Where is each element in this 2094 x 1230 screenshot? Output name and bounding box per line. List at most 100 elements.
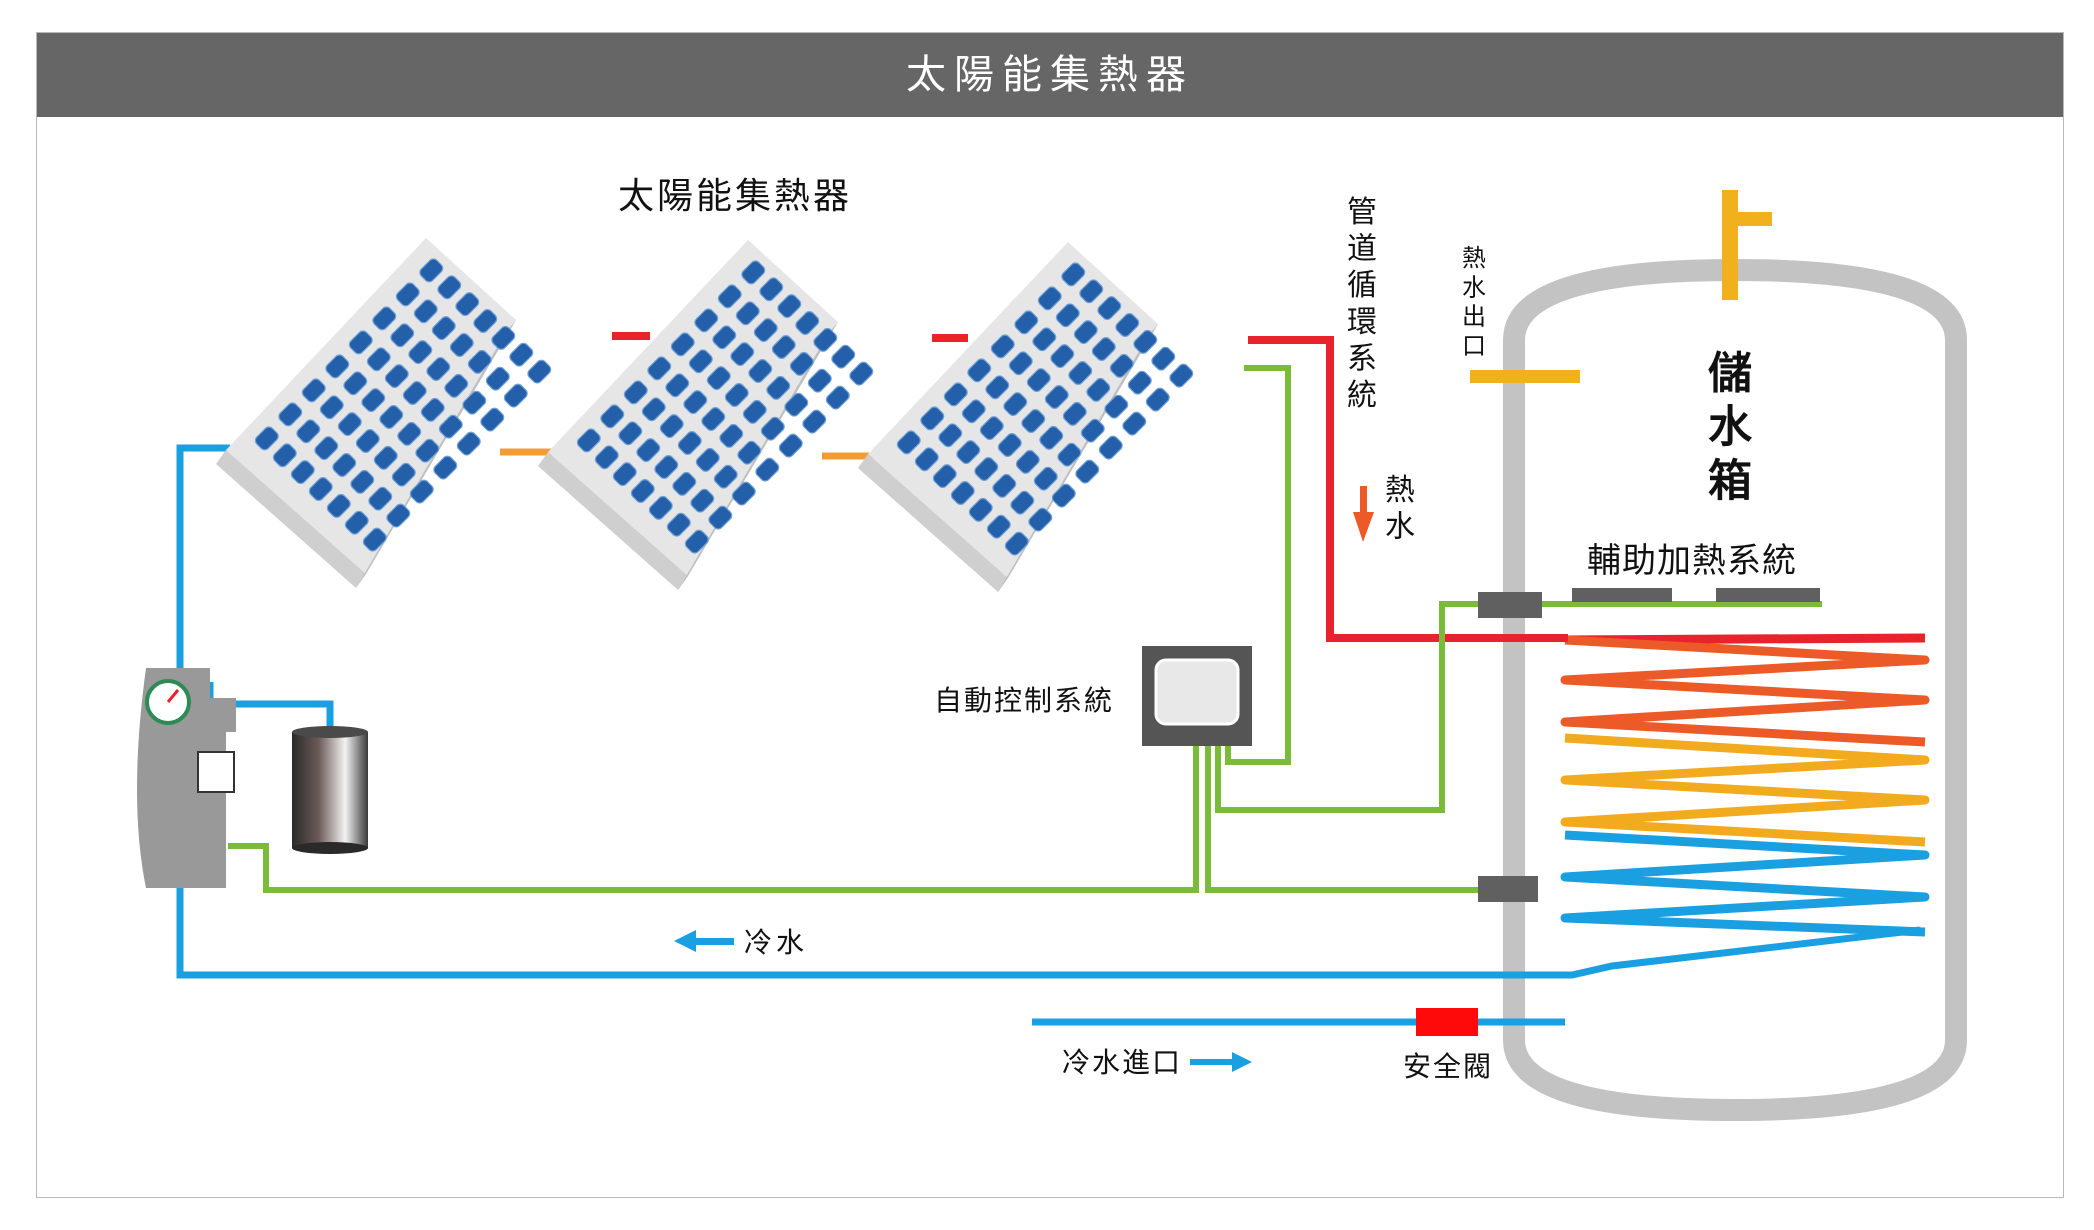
solar-cell [409,479,434,504]
solar-cell [932,464,957,489]
solar-cell [1032,327,1057,352]
solar-cell [665,373,690,398]
solar-cell [1061,262,1086,287]
storage-tank-label: 儲水箱 [1708,348,1753,506]
solar-cell [979,416,1004,441]
hot-water-outlet-label: 熱水出口 [1462,244,1486,360]
solar-cell [325,354,350,379]
solar-cell [985,375,1010,400]
solar-cell [990,334,1015,359]
solar-cell [386,503,411,528]
solar-cell [372,306,397,331]
header-bar: 太陽能集熱器 [37,33,2063,117]
solar-cell [825,385,850,410]
solar-cell [641,397,666,422]
solar-cell [654,455,679,479]
solar-cell [301,378,326,403]
solar-cell [319,395,344,420]
solar-cell [368,486,393,511]
solar-cell [807,368,832,393]
solar-cell [337,412,362,437]
solar-cell [314,436,339,461]
solar-cell [362,527,387,552]
solar-cell [760,416,785,441]
solar-cell [366,347,391,372]
pipe-loop-label: 管道循環系統 [1347,195,1377,413]
collector-label: 太陽能集熱器 [618,176,852,217]
solar-cell [326,493,351,518]
solar-cell [1097,296,1122,321]
solar-cell [278,402,303,427]
solar-panel-2 [538,240,874,590]
solar-cell [737,440,762,465]
solar-cell [1028,507,1053,532]
solar-cell [1003,392,1028,417]
solar-cell [254,426,279,451]
solar-cell [914,447,939,472]
solar-cell [413,299,438,324]
top-outlet-pipe [1722,190,1772,300]
solar-cell [943,382,968,407]
solar-cell [956,440,981,465]
solar-cell [701,407,726,431]
solar-cell [813,327,838,352]
cold-water-inlet-arrow [1190,1052,1252,1072]
solar-cell [485,366,510,391]
solar-cell [694,308,719,333]
solar-cell [1091,337,1116,361]
solar-cell [724,383,749,407]
solar-cell [433,455,458,480]
solar-cell [778,433,803,458]
solar-cell [272,443,297,468]
solar-cell [1133,329,1158,354]
solar-cell [672,471,697,496]
solar-cell [647,356,672,381]
solar-cell [420,397,445,422]
solar-cell [968,497,993,522]
solar-cell [1109,353,1134,378]
solar-cell [849,361,874,386]
solar-cell [1057,442,1082,467]
auto-control-box [1142,646,1252,746]
solar-cell [706,366,731,391]
solar-cell [1026,368,1051,393]
solar-cell [695,447,720,472]
solar-cell [391,462,416,487]
solar-cell [503,383,528,408]
cold-water-label: 冷水 [744,926,808,959]
solar-cell [408,340,433,365]
solar-cell [384,364,409,389]
solar-cell [1127,370,1152,395]
panel-cells [896,262,1194,556]
solar-cell [395,282,420,307]
solar-cell [731,481,756,506]
solar-cell [444,373,469,398]
solar-cell [1075,459,1100,484]
solar-cell [670,332,695,357]
solar-cell [296,419,321,444]
solar-cell [419,258,444,283]
solar-cell [455,292,480,317]
coil-orange [1560,635,1930,747]
solar-cell [753,318,778,343]
solar-cell [1004,531,1029,556]
solar-cell [1051,483,1076,508]
solar-cell [717,284,742,309]
cold-water-arrow-left [674,930,734,952]
hot-water-arrow-down [1353,486,1374,542]
solar-cell [771,335,796,359]
solar-cell [308,477,333,501]
solar-cell [1151,346,1176,371]
solar-cell [1068,361,1093,385]
solar-cell [1033,466,1058,491]
solar-cell [1055,303,1080,328]
solar-cell [415,438,440,463]
solar-cell [1014,310,1039,335]
solar-cell [1037,286,1062,311]
hot-water-outlet-pipe [1470,370,1580,383]
solar-cell [1021,409,1046,433]
solar-cell [1169,363,1194,388]
solar-cell [431,316,456,341]
solar-cell [467,349,492,374]
panel-cells [254,258,552,552]
